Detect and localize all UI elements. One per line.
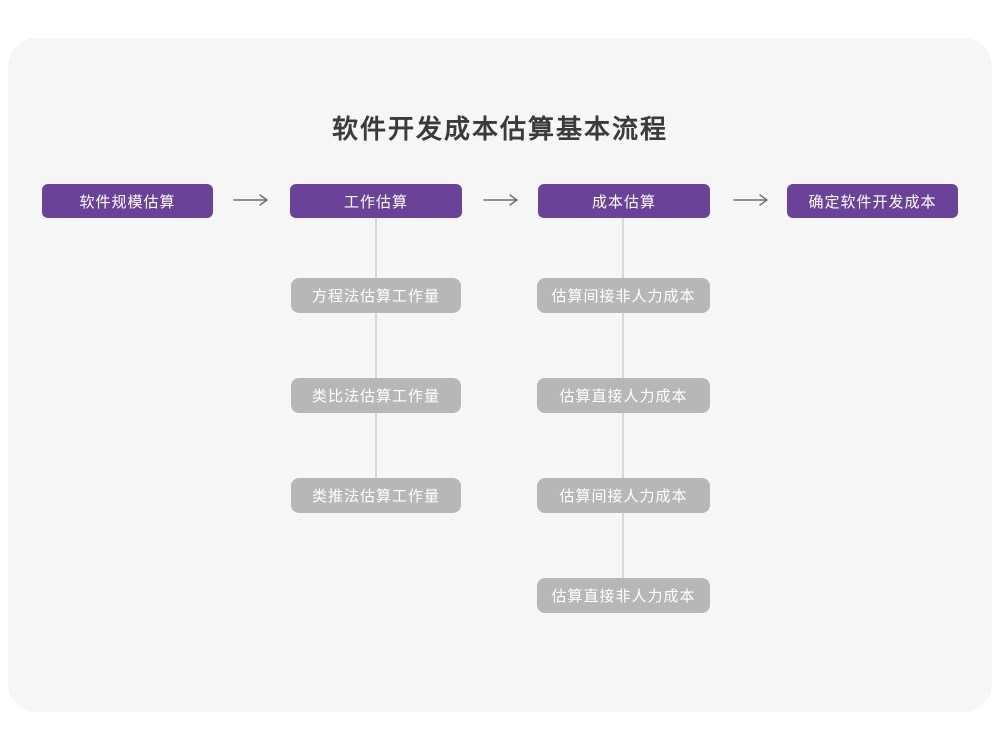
- arrow-right-icon: [733, 193, 769, 207]
- substep-box-indirect-nonlabor-cost: 估算间接非人力成本: [537, 278, 710, 313]
- substep-box-direct-labor-cost: 估算直接人力成本: [537, 378, 710, 413]
- arrow-right-icon: [233, 193, 269, 207]
- substep-box-equation-method: 方程法估算工作量: [291, 278, 461, 313]
- stage-box-cost-estimation: 成本估算: [538, 184, 710, 218]
- diagram-title: 软件开发成本估算基本流程: [331, 114, 668, 145]
- substep-box-analogy-method: 类比法估算工作量: [291, 378, 461, 413]
- diagram-card: [8, 38, 992, 712]
- connector-line-effort-column: [375, 218, 377, 490]
- substep-box-indirect-labor-cost: 估算间接人力成本: [537, 478, 710, 513]
- stage-box-scale-estimation: 软件规模估算: [42, 184, 213, 218]
- substep-box-direct-nonlabor-cost: 估算直接非人力成本: [537, 578, 710, 613]
- stage-box-final-cost: 确定软件开发成本: [787, 184, 958, 218]
- substep-box-extrapolation-method: 类推法估算工作量: [291, 478, 461, 513]
- arrow-right-icon: [483, 193, 519, 207]
- stage-box-effort-estimation: 工作估算: [290, 184, 462, 218]
